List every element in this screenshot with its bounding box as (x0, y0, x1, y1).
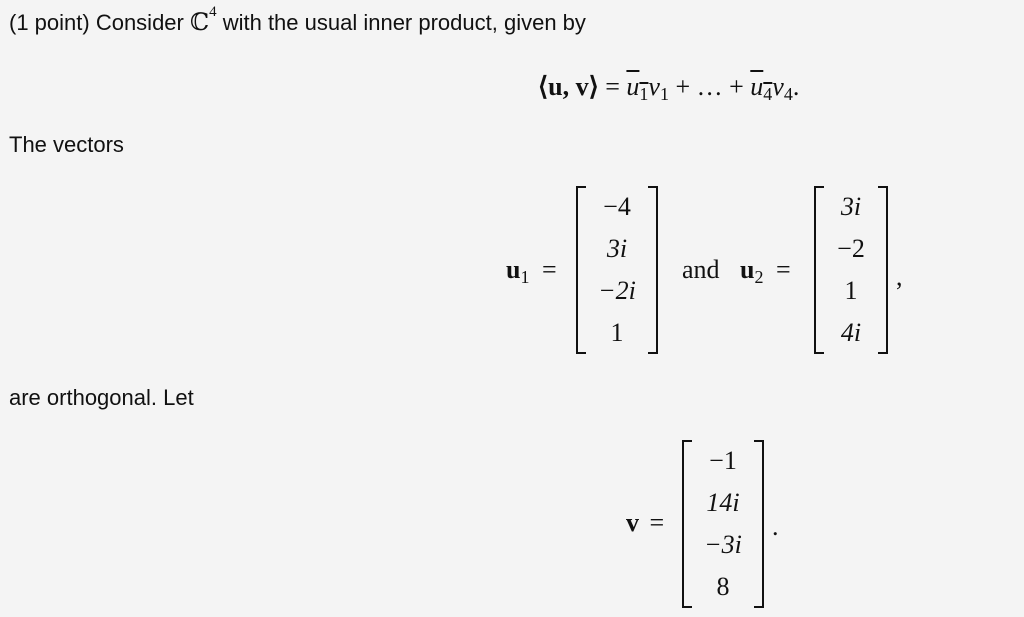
ellipsis-sum: + … + (668, 72, 751, 101)
v-label: v = (626, 508, 665, 537)
matrix-entry: 3i (840, 192, 862, 221)
equals-sign: = (605, 72, 620, 101)
matrix-entry: 1 (610, 318, 624, 347)
space-power: 4 (209, 4, 217, 20)
u2-matrix: 3i −2 1 4i (814, 186, 888, 354)
matrix-entry: 4i (840, 318, 862, 347)
period: . (792, 72, 800, 101)
inner-product-lhs: ⟨u, v⟩ (538, 72, 599, 101)
conj-u1: u1 (626, 72, 649, 104)
complex-space-symbol: ℂ (189, 8, 210, 36)
intro-prefix: (1 point) Consider (9, 10, 190, 35)
matrix-entry: −2 (837, 234, 865, 263)
matrix-entry: −4 (603, 192, 631, 221)
v-matrix: −1 14i −3i 8 (682, 440, 764, 608)
conj-u4: u4 (750, 72, 773, 104)
matrix-entry: 8 (716, 572, 730, 601)
v4: v4 (772, 72, 793, 104)
matrix-entry: 14i (706, 488, 740, 517)
problem-intro: (1 point) Consider ℂ4 with the usual inn… (9, 4, 586, 36)
v1: v1 (648, 72, 669, 104)
text-are-orthogonal: are orthogonal. Let (9, 385, 194, 410)
u2-label: u2 = (740, 255, 791, 287)
period: . (772, 512, 779, 541)
matrix-entry: −3i (704, 530, 742, 559)
matrix-entry: −1 (709, 446, 737, 475)
matrix-entry: 1 (844, 276, 858, 305)
matrix-entry: 3i (606, 234, 628, 263)
and-word: and (682, 255, 720, 284)
inner-product-formula: ⟨u, v⟩ = u1v1 + … + u4v4. (538, 72, 799, 105)
u1-label: u1 = (506, 255, 557, 287)
intro-suffix: with the usual inner product, given by (216, 10, 586, 35)
text-the-vectors: The vectors (9, 132, 124, 157)
u1-matrix: −4 3i −2i 1 (576, 186, 658, 354)
matrix-entry: −2i (598, 276, 636, 305)
comma: , (896, 262, 903, 291)
